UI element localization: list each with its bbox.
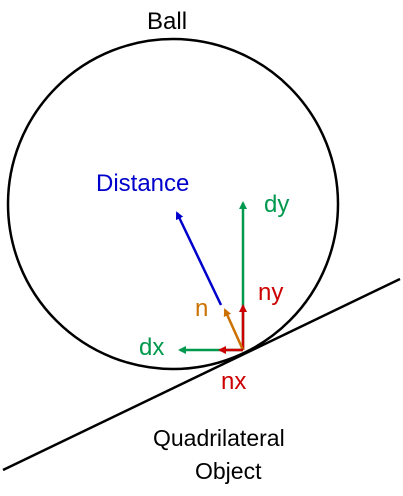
distance-label: Distance — [96, 170, 189, 197]
n-label: n — [195, 295, 208, 322]
quadrilateral-edge-line — [2, 277, 401, 472]
dx-label: dx — [139, 334, 164, 361]
object-label-line1: Quadrilateral — [153, 425, 285, 451]
object-label-line2: Object — [195, 458, 262, 484]
ball-label: Ball — [147, 8, 187, 35]
ball-circle — [6, 37, 340, 371]
nx-label: nx — [221, 368, 246, 395]
dy-label: dy — [264, 191, 289, 218]
ny-label: ny — [258, 279, 283, 306]
distance-arrow — [175, 211, 223, 306]
n-arrow — [223, 308, 245, 351]
